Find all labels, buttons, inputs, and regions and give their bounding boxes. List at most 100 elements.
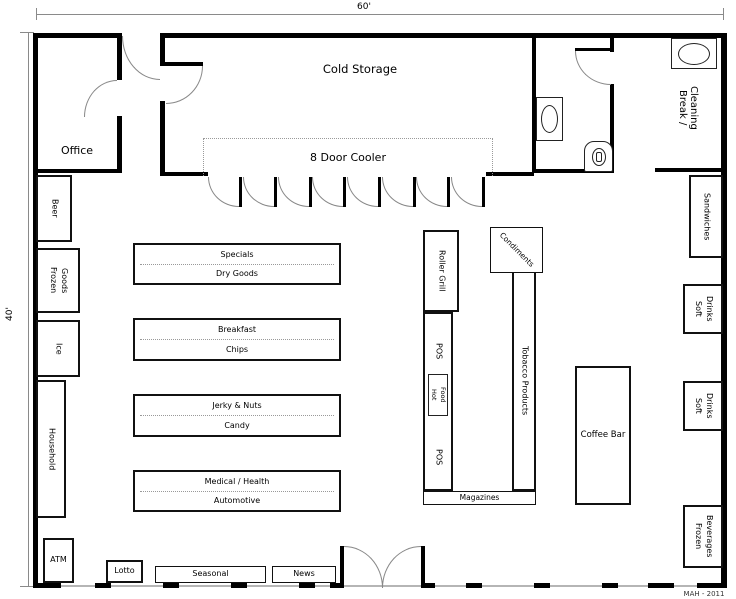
cooler-door-leaf [413, 177, 416, 207]
restroom-wall-right-upper [610, 33, 614, 52]
break-room-wall-bottom [655, 168, 722, 172]
sandwich-case: Sandwiches [689, 175, 723, 258]
door-cooler-outline: 8 Door Cooler [203, 138, 493, 176]
cooler-door-arc [278, 177, 309, 207]
shelf-back-label: Automotive [213, 496, 261, 506]
tobacco-case: Tobacco Products [512, 270, 536, 491]
cooler-door-leaf [239, 177, 242, 207]
author-credit: MAH - 2011 [683, 590, 725, 598]
storefront-mullion [95, 583, 111, 588]
shelf-front-label: Breakfast [140, 320, 334, 340]
frozen-goods-case: Frozen Goods [36, 248, 80, 313]
cooler-door-leaf [343, 177, 346, 207]
storefront-mullion [466, 583, 482, 588]
storefront-mullion [534, 583, 550, 588]
shelf-front-label: Medical / Health [140, 472, 334, 492]
seasonal-rack: Seasonal [155, 566, 266, 583]
shelf-back-label: Candy [224, 421, 250, 430]
wall-top-left-segment [33, 33, 122, 38]
cooler-door-arc [208, 177, 239, 207]
height-dimension-tick-top [20, 32, 34, 33]
break-room-sink [671, 38, 717, 69]
office-wall-right-lower [117, 116, 122, 172]
storefront-mullion [299, 583, 315, 588]
gondola-shelf-1: Specials Dry Goods [133, 243, 341, 285]
vestibule-door-swing-arc [122, 36, 160, 80]
soft-drinks-case-1: Soft Drinks [683, 284, 723, 334]
restroom-wall-bottom [532, 169, 613, 173]
household-shelf: Household [36, 380, 66, 518]
toilet-bowl [591, 147, 606, 166]
gondola-shelf-2: Breakfast Chips [133, 318, 341, 361]
cooler-door-arc [312, 177, 343, 207]
cooler-door-arc [347, 177, 378, 207]
gondola-shelf-3: Jerky & Nuts Candy [133, 394, 341, 437]
cooler-door-arc [382, 177, 413, 207]
frozen-beverage-case: Frozen Beverages [683, 505, 723, 568]
height-dimension-line [28, 33, 29, 587]
ice-box: Ice [36, 320, 80, 377]
restroom-wall-stub [575, 48, 614, 51]
wall-left [33, 33, 38, 588]
width-dimension-line [36, 14, 724, 15]
cooler-door-arc [243, 177, 274, 207]
storefront-mullion [330, 583, 344, 588]
restroom-sink-basin [541, 105, 558, 133]
cold-storage-door-swing-arc [166, 66, 203, 104]
storefront-mullion [648, 583, 674, 588]
cooler-door-arc [451, 177, 482, 207]
cold-storage-wall-left-lower [160, 101, 165, 176]
office-label: Office [60, 143, 94, 157]
entrance-door-jamb-left [340, 546, 344, 588]
width-dimension-label: 60' [344, 1, 384, 13]
shelf-back-label: Chips [225, 345, 249, 354]
entrance-door-jamb-right [421, 546, 425, 588]
storefront-mullion [33, 583, 61, 588]
storefront-mullion [163, 583, 179, 588]
entrance-door-arc-right [382, 546, 421, 588]
beer-cooler: Beer [36, 175, 72, 242]
cooler-door-leaf [274, 177, 277, 207]
condiments-stand: Condiments [490, 227, 543, 273]
magazine-rack: Magazines [423, 491, 536, 505]
break-room-sink-basin [678, 42, 710, 65]
cooler-door-leaf [447, 177, 450, 207]
shelf-front-label: Jerky & Nuts [140, 396, 334, 416]
office-wall-right-upper [117, 33, 122, 80]
pos-terminal-2: POS [434, 449, 444, 466]
break-cleaning-label: Break / Cleaning [677, 86, 699, 130]
height-dimension-tick-bottom [20, 586, 34, 587]
cold-storage-wall-left-upper [160, 33, 165, 63]
toilet-flush [595, 151, 602, 162]
restroom-wall-left [532, 33, 536, 173]
news-rack: News [272, 566, 336, 583]
office-door-swing-arc [84, 80, 117, 117]
storefront-mullion [697, 583, 727, 588]
cooler-door-leaf [309, 177, 312, 207]
cooler-door-arc [416, 177, 447, 207]
height-dimension-label: 40' [5, 307, 15, 321]
restroom-sink [536, 97, 563, 141]
pos-terminal-1: POS [434, 343, 444, 360]
checkout-counter: POS Hot Food POS [423, 312, 453, 491]
toilet [584, 141, 613, 172]
storefront-mullion [231, 583, 247, 588]
gondola-shelf-4: Medical / Health Automotive [133, 470, 341, 512]
cold-storage-wall-stub [160, 62, 203, 66]
soft-drinks-case-2: Soft Drinks [683, 381, 723, 431]
storefront-mullion [602, 583, 618, 588]
storefront-mullion [421, 583, 435, 588]
shelf-front-label: Specials [140, 245, 334, 265]
wall-top-right-segment [160, 33, 726, 38]
cold-storage-label: Cold Storage [322, 62, 398, 76]
cooler-door-leaf [482, 177, 485, 207]
shelf-back-label: Dry Goods [216, 269, 258, 279]
atm: ATM [43, 538, 74, 583]
width-dimension-tick-right [723, 8, 724, 20]
cooler-door-leaf [378, 177, 381, 207]
lotto-stand: Lotto [106, 560, 143, 583]
cold-storage-wall-bottom-right [486, 172, 534, 176]
entrance-door-arc-left [344, 546, 383, 588]
door-cooler-label: 8 Door Cooler [310, 151, 386, 164]
